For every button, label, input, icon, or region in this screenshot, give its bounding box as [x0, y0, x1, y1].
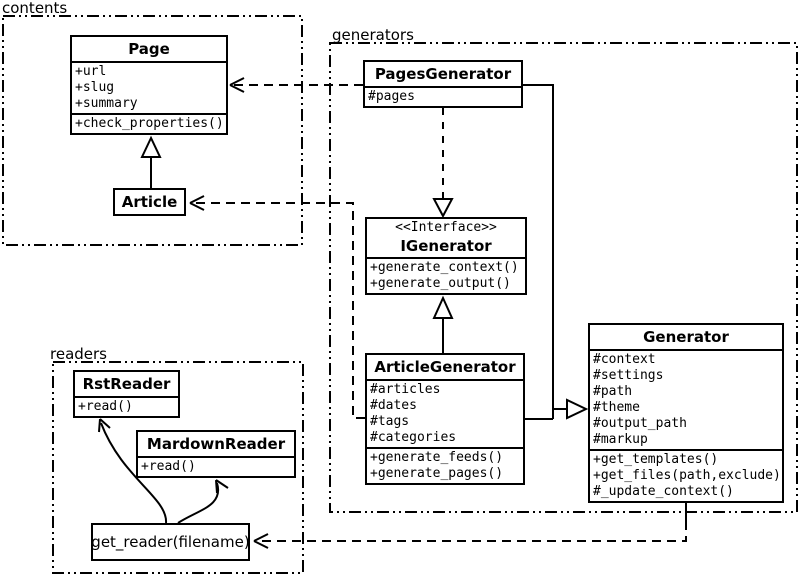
class-rstreader-methods: +read() [75, 396, 178, 416]
attribute: #tags [370, 414, 410, 429]
package-contents-border [2, 15, 303, 246]
class-generator-attributes: #context #settings #path #theme #output_… [590, 349, 782, 449]
class-article: Article [113, 188, 186, 216]
open-arrow-icon [189, 195, 205, 211]
class-articlegenerator-methods: +generate_feeds() +generate_pages() [367, 447, 523, 483]
attribute: +summary [75, 96, 138, 111]
generalization-articlegenerator-igenerator [432, 295, 454, 353]
class-pagesgenerator-attributes: #pages [365, 86, 521, 106]
hollow-triangle-icon [140, 135, 162, 158]
open-arrow-icon [215, 479, 229, 494]
class-igenerator-title: <<Interface>> IGenerator [367, 219, 525, 257]
class-generator: Generator #context #settings #path #them… [588, 323, 784, 503]
function-get-reader-label: get_reader(filename) [91, 533, 250, 551]
attribute: #categories [370, 430, 457, 445]
class-igenerator: <<Interface>> IGenerator +generate_conte… [365, 217, 527, 295]
attribute: #articles [370, 382, 441, 397]
method: +generate_feeds() [370, 450, 504, 465]
method: +read() [141, 459, 196, 474]
method: +generate_context() [370, 260, 519, 275]
class-article-title: Article [121, 193, 178, 211]
open-arrow-icon [253, 533, 269, 549]
attribute: #context [593, 352, 656, 367]
class-page-title: Page [128, 40, 170, 58]
method: +get_templates() [593, 452, 719, 467]
realization-pagesgenerator-igenerator [432, 108, 454, 219]
function-get-reader: get_reader(filename) [91, 523, 250, 561]
attribute: #pages [368, 89, 415, 104]
association-getreader-rstreader [98, 418, 168, 524]
class-generator-title: Generator [643, 328, 729, 346]
attribute: #path [593, 384, 633, 399]
class-igenerator-methods: +generate_context() +generate_output() [367, 257, 525, 293]
generalization-generators-generator [523, 84, 589, 420]
class-page-attributes: +url +slug +summary [72, 61, 226, 113]
class-generator-methods: +get_templates() +get_files(path,exclude… [590, 449, 782, 501]
association-getreader-mardownreader [177, 479, 229, 524]
method: +check_properties() [75, 116, 224, 131]
method: +generate_pages() [370, 466, 504, 481]
class-page: Page +url +slug +summary +check_properti… [70, 35, 228, 135]
attribute: +slug [75, 80, 115, 95]
attribute: #theme [593, 400, 640, 415]
method: +generate_output() [370, 276, 511, 291]
class-pagesgenerator: PagesGenerator #pages [363, 60, 523, 108]
dependency-articlegenerator-article [189, 195, 365, 419]
class-pagesgenerator-title: PagesGenerator [374, 65, 512, 83]
method: #_update_context() [593, 484, 734, 499]
attribute: #settings [593, 368, 664, 383]
package-generators-border [329, 42, 798, 513]
class-articlegenerator-attributes: #articles #dates #tags #categories [367, 379, 523, 447]
class-mardownreader: MardownReader +read() [136, 430, 296, 478]
class-mardownreader-methods: +read() [138, 456, 294, 476]
dependency-generator-getreader [253, 503, 687, 549]
package-readers-border [52, 361, 304, 574]
package-label-readers: readers [50, 345, 107, 363]
generalization-article-page [140, 135, 162, 188]
class-page-methods: +check_properties() [72, 113, 226, 133]
package-label-generators: generators [332, 26, 414, 44]
class-articlegenerator: ArticleGenerator #articles #dates #tags … [365, 353, 525, 485]
stereotype-label: <<Interface>> [395, 220, 497, 235]
open-arrow-icon [98, 418, 111, 433]
class-rstreader: RstReader +read() [73, 370, 180, 418]
attribute: #dates [370, 398, 417, 413]
attribute: +url [75, 64, 107, 79]
class-mardownreader-title: MardownReader [146, 435, 286, 453]
attribute: #markup [593, 432, 648, 447]
hollow-triangle-icon [432, 295, 454, 319]
hollow-triangle-icon [432, 198, 454, 219]
interface-name: IGenerator [400, 237, 492, 255]
open-arrow-icon [229, 77, 245, 93]
class-articlegenerator-title: ArticleGenerator [374, 358, 516, 376]
dependency-pagesgenerator-page [229, 77, 363, 93]
attribute: #output_path [593, 416, 687, 431]
method: +read() [78, 399, 133, 414]
package-label-contents: contents [2, 0, 68, 17]
class-rstreader-title: RstReader [82, 375, 171, 393]
method: +get_files(path,exclude) [593, 468, 781, 483]
hollow-triangle-icon [566, 398, 589, 420]
